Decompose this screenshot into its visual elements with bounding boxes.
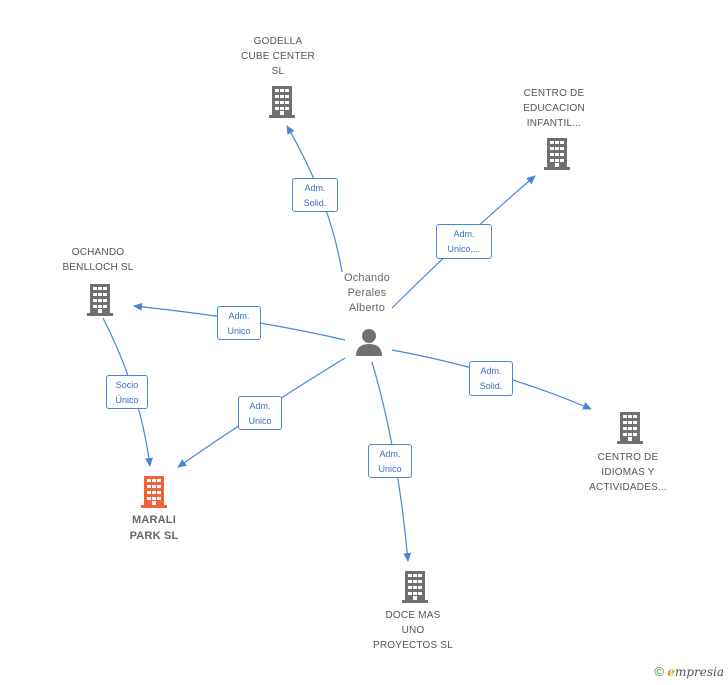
company-label-doce-mas[interactable]: DOCE MAS UNO PROYECTOS SL <box>372 610 454 651</box>
edge-label-to-godella: Adm. Solid. <box>292 178 338 212</box>
company-label-marali[interactable]: MARALI PARK SL <box>129 514 179 542</box>
company-label-godella[interactable]: GODELLA CUBE CENTER SL <box>241 36 315 77</box>
copyright-notice: © empresia <box>654 664 724 679</box>
building-icon[interactable] <box>141 476 167 508</box>
brand-logo: empresia <box>667 665 724 679</box>
company-label-centro-educacion[interactable]: CENTRO DE EDUCACION INFANTIL... <box>523 88 585 129</box>
person-label[interactable]: Ochando Perales Alberto <box>343 272 391 314</box>
edge-label-to-centro-educacion: Adm. Unico,... <box>436 224 492 259</box>
building-icon[interactable] <box>87 284 113 316</box>
edge-label-to-doce-mas: Adm. Unico <box>368 444 412 478</box>
building-icon[interactable] <box>544 138 570 170</box>
edge-label-benlloch-to-marali: Socio Único <box>106 375 148 409</box>
company-label-centro-idiomas[interactable]: CENTRO DE IDIOMAS Y ACTIVIDADES... <box>589 452 667 493</box>
copyright-symbol: © <box>654 664 664 679</box>
building-icon[interactable] <box>617 412 643 444</box>
company-label-ochando-benlloch[interactable]: OCHANDO BENLLOCH SL <box>62 247 134 273</box>
edge-label-to-ochando-benlloch: Adm. Unico <box>217 306 261 340</box>
edge-label-to-marali: Adm. Unico <box>238 396 282 430</box>
person-icon[interactable] <box>356 329 382 356</box>
building-icon[interactable] <box>402 571 428 603</box>
edge-label-to-centro-idiomas: Adm. Solid. <box>469 361 513 396</box>
building-icon[interactable] <box>269 86 295 118</box>
